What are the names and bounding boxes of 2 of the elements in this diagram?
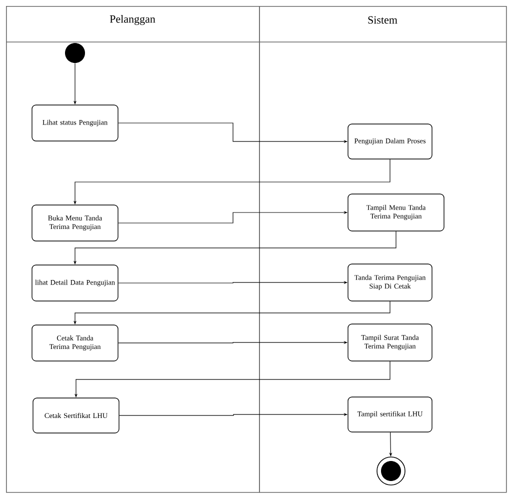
end-node bbox=[376, 456, 406, 486]
start-node bbox=[65, 43, 85, 63]
